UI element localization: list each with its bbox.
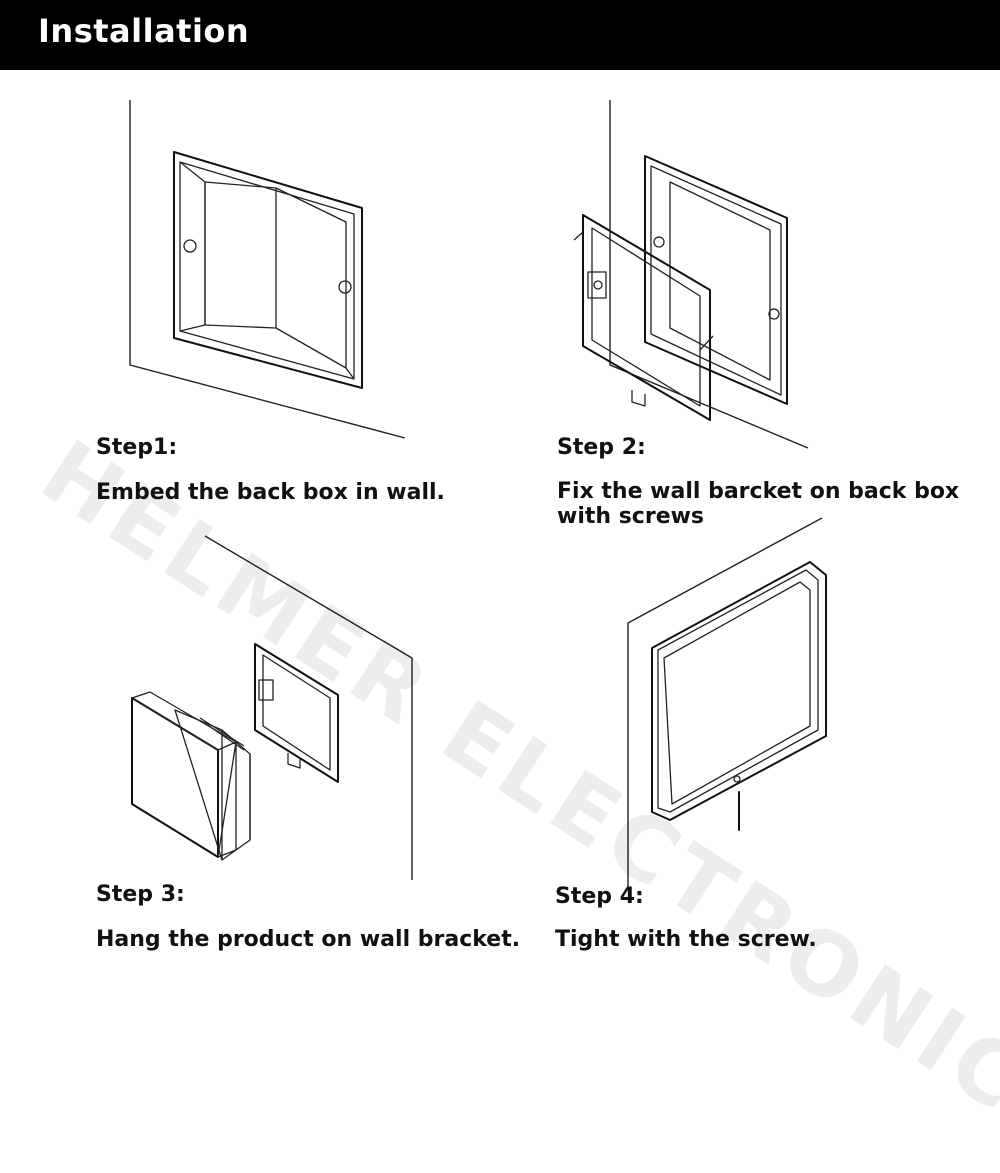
step3-text: Hang the product on wall bracket. bbox=[96, 927, 521, 952]
step3-wall bbox=[204, 535, 413, 880]
installation-illustrations bbox=[0, 70, 1000, 1000]
step3-label: Step 3: bbox=[96, 882, 185, 907]
back-box-1 bbox=[173, 151, 363, 389]
header-bar: Installation bbox=[0, 0, 1000, 70]
product-module-3 bbox=[131, 691, 251, 861]
step2-wall bbox=[609, 100, 809, 449]
page-title: Installation bbox=[38, 12, 250, 50]
step1-illustration bbox=[129, 100, 406, 439]
step3-illustration bbox=[131, 535, 413, 880]
step2-text-line2: with screws bbox=[557, 504, 705, 529]
step4-label: Step 4: bbox=[555, 884, 644, 909]
wall-bracket-3 bbox=[254, 643, 339, 783]
step4-illustration bbox=[627, 517, 827, 890]
step1-label: Step1: bbox=[96, 435, 178, 460]
step1-wall bbox=[129, 100, 406, 439]
step2-illustration bbox=[573, 100, 809, 449]
step1-text: Embed the back box in wall. bbox=[96, 480, 445, 505]
back-box-2 bbox=[644, 155, 788, 405]
step2-text: Fix the wall barcket on back box bbox=[557, 479, 960, 504]
switch-panel-4 bbox=[651, 561, 827, 831]
step2-label: Step 2: bbox=[557, 435, 646, 460]
wall-bracket-2 bbox=[573, 214, 714, 421]
step4-wall bbox=[627, 517, 823, 890]
step4-text: Tight with the screw. bbox=[555, 927, 817, 952]
